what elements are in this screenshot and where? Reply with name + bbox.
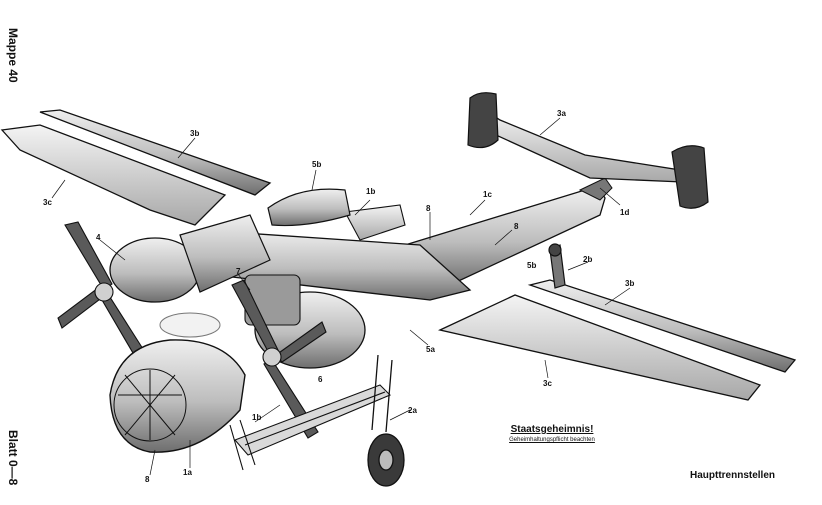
callout-4: 4 [96, 233, 101, 242]
secrecy-stamp: Staatsgeheimnis! Geheimhaltungspflicht b… [492, 424, 612, 443]
callout-1d: 1d [620, 208, 629, 217]
left-outer-wing [0, 124, 227, 226]
stamp-note: Geheimhaltungspflicht beachten [509, 437, 595, 443]
callout-1b-upper: 1b [366, 187, 375, 196]
callout-7: 7 [236, 267, 241, 276]
callout-5b-lower: 5b [527, 261, 536, 270]
callout-3c-left: 3c [43, 198, 52, 207]
callout-3b-right: 3b [625, 279, 634, 288]
tailplane [484, 108, 683, 183]
left-engine-body [179, 214, 271, 293]
main-landing-gear [367, 354, 405, 487]
callout-8-nose: 8 [145, 475, 150, 484]
callout-6: 6 [318, 375, 323, 384]
callout-8-top: 8 [426, 204, 431, 213]
canopy-bubble [159, 312, 221, 338]
callout-3c-right: 3c [543, 379, 552, 388]
left-propeller [57, 221, 151, 366]
callout-1c: 1c [483, 190, 492, 199]
right-outer-wing [438, 294, 762, 401]
stamp-title: Staatsgeheimnis! [510, 424, 594, 435]
boarding-ladder [229, 384, 391, 471]
callout-5a: 5a [426, 345, 435, 354]
tail-cone [578, 177, 613, 201]
callout-3a: 3a [557, 109, 566, 118]
sheet-number: Blatt 0—8 [6, 430, 20, 486]
cockpit-glazing [113, 368, 187, 442]
drawing-caption: Haupttrennstellen [690, 470, 776, 481]
cockpit-nose [109, 339, 246, 453]
callout-2b: 2b [583, 255, 592, 264]
callout-2a: 2a [408, 406, 417, 415]
nose-gear-strut [548, 243, 566, 289]
cowling-panel [267, 188, 351, 227]
flap-panel [344, 204, 406, 241]
callout-leaders [51, 117, 631, 476]
callout-1b-lower: 1b [252, 413, 261, 422]
callout-5b-upper: 5b [312, 160, 321, 169]
right-flap-strip [527, 279, 797, 373]
folder-label: Mappe 40 [6, 28, 20, 83]
left-flap-strip [39, 109, 272, 196]
callout-8-right: 8 [514, 222, 519, 231]
callout-3b-left: 3b [190, 129, 199, 138]
left-fin [467, 92, 499, 149]
callout-1a: 1a [183, 468, 192, 477]
right-fin [671, 145, 709, 209]
